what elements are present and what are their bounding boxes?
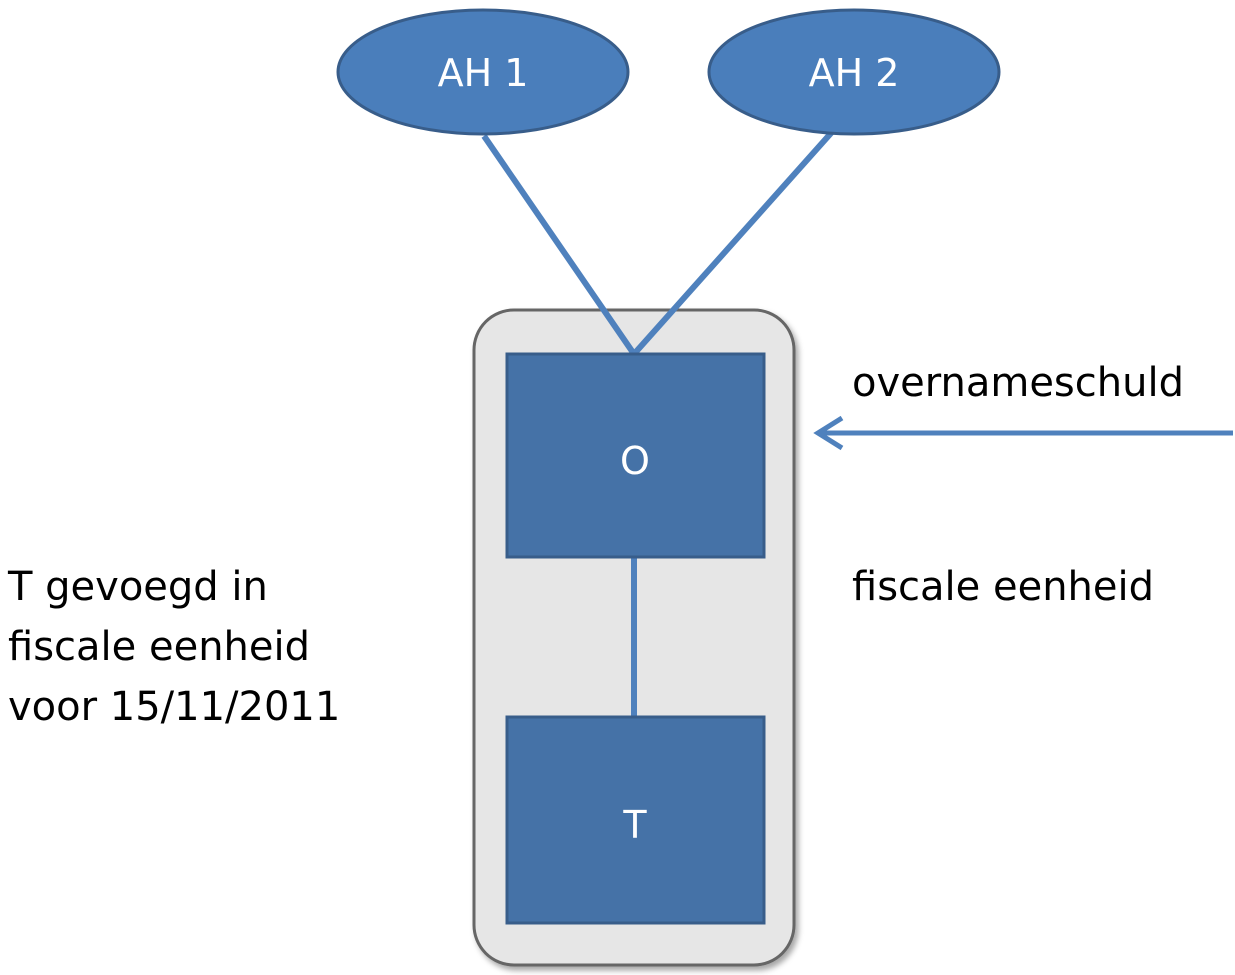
arrow-label: overnameschuld — [852, 360, 1184, 406]
node-ah2: AH 2 — [707, 8, 1001, 136]
node-t: T — [505, 715, 766, 925]
note-line-3: voor 15/11/2011 — [8, 684, 340, 730]
note-line-2: fiscale eenheid — [8, 624, 310, 670]
connector-ah2-o — [631, 130, 835, 356]
node-o-label: O — [620, 439, 650, 483]
node-ah1: AH 1 — [336, 8, 630, 136]
node-t-label: T — [622, 803, 647, 847]
node-ah1-label: AH 1 — [438, 51, 529, 95]
arrow-overnameschuld — [813, 415, 1233, 451]
node-o: O — [505, 352, 766, 559]
node-ah2-label: AH 2 — [809, 51, 900, 95]
group-label: fiscale eenheid — [852, 564, 1154, 610]
connector-ah1-o — [481, 134, 637, 356]
note-line-1: T gevoegd in — [7, 564, 268, 610]
